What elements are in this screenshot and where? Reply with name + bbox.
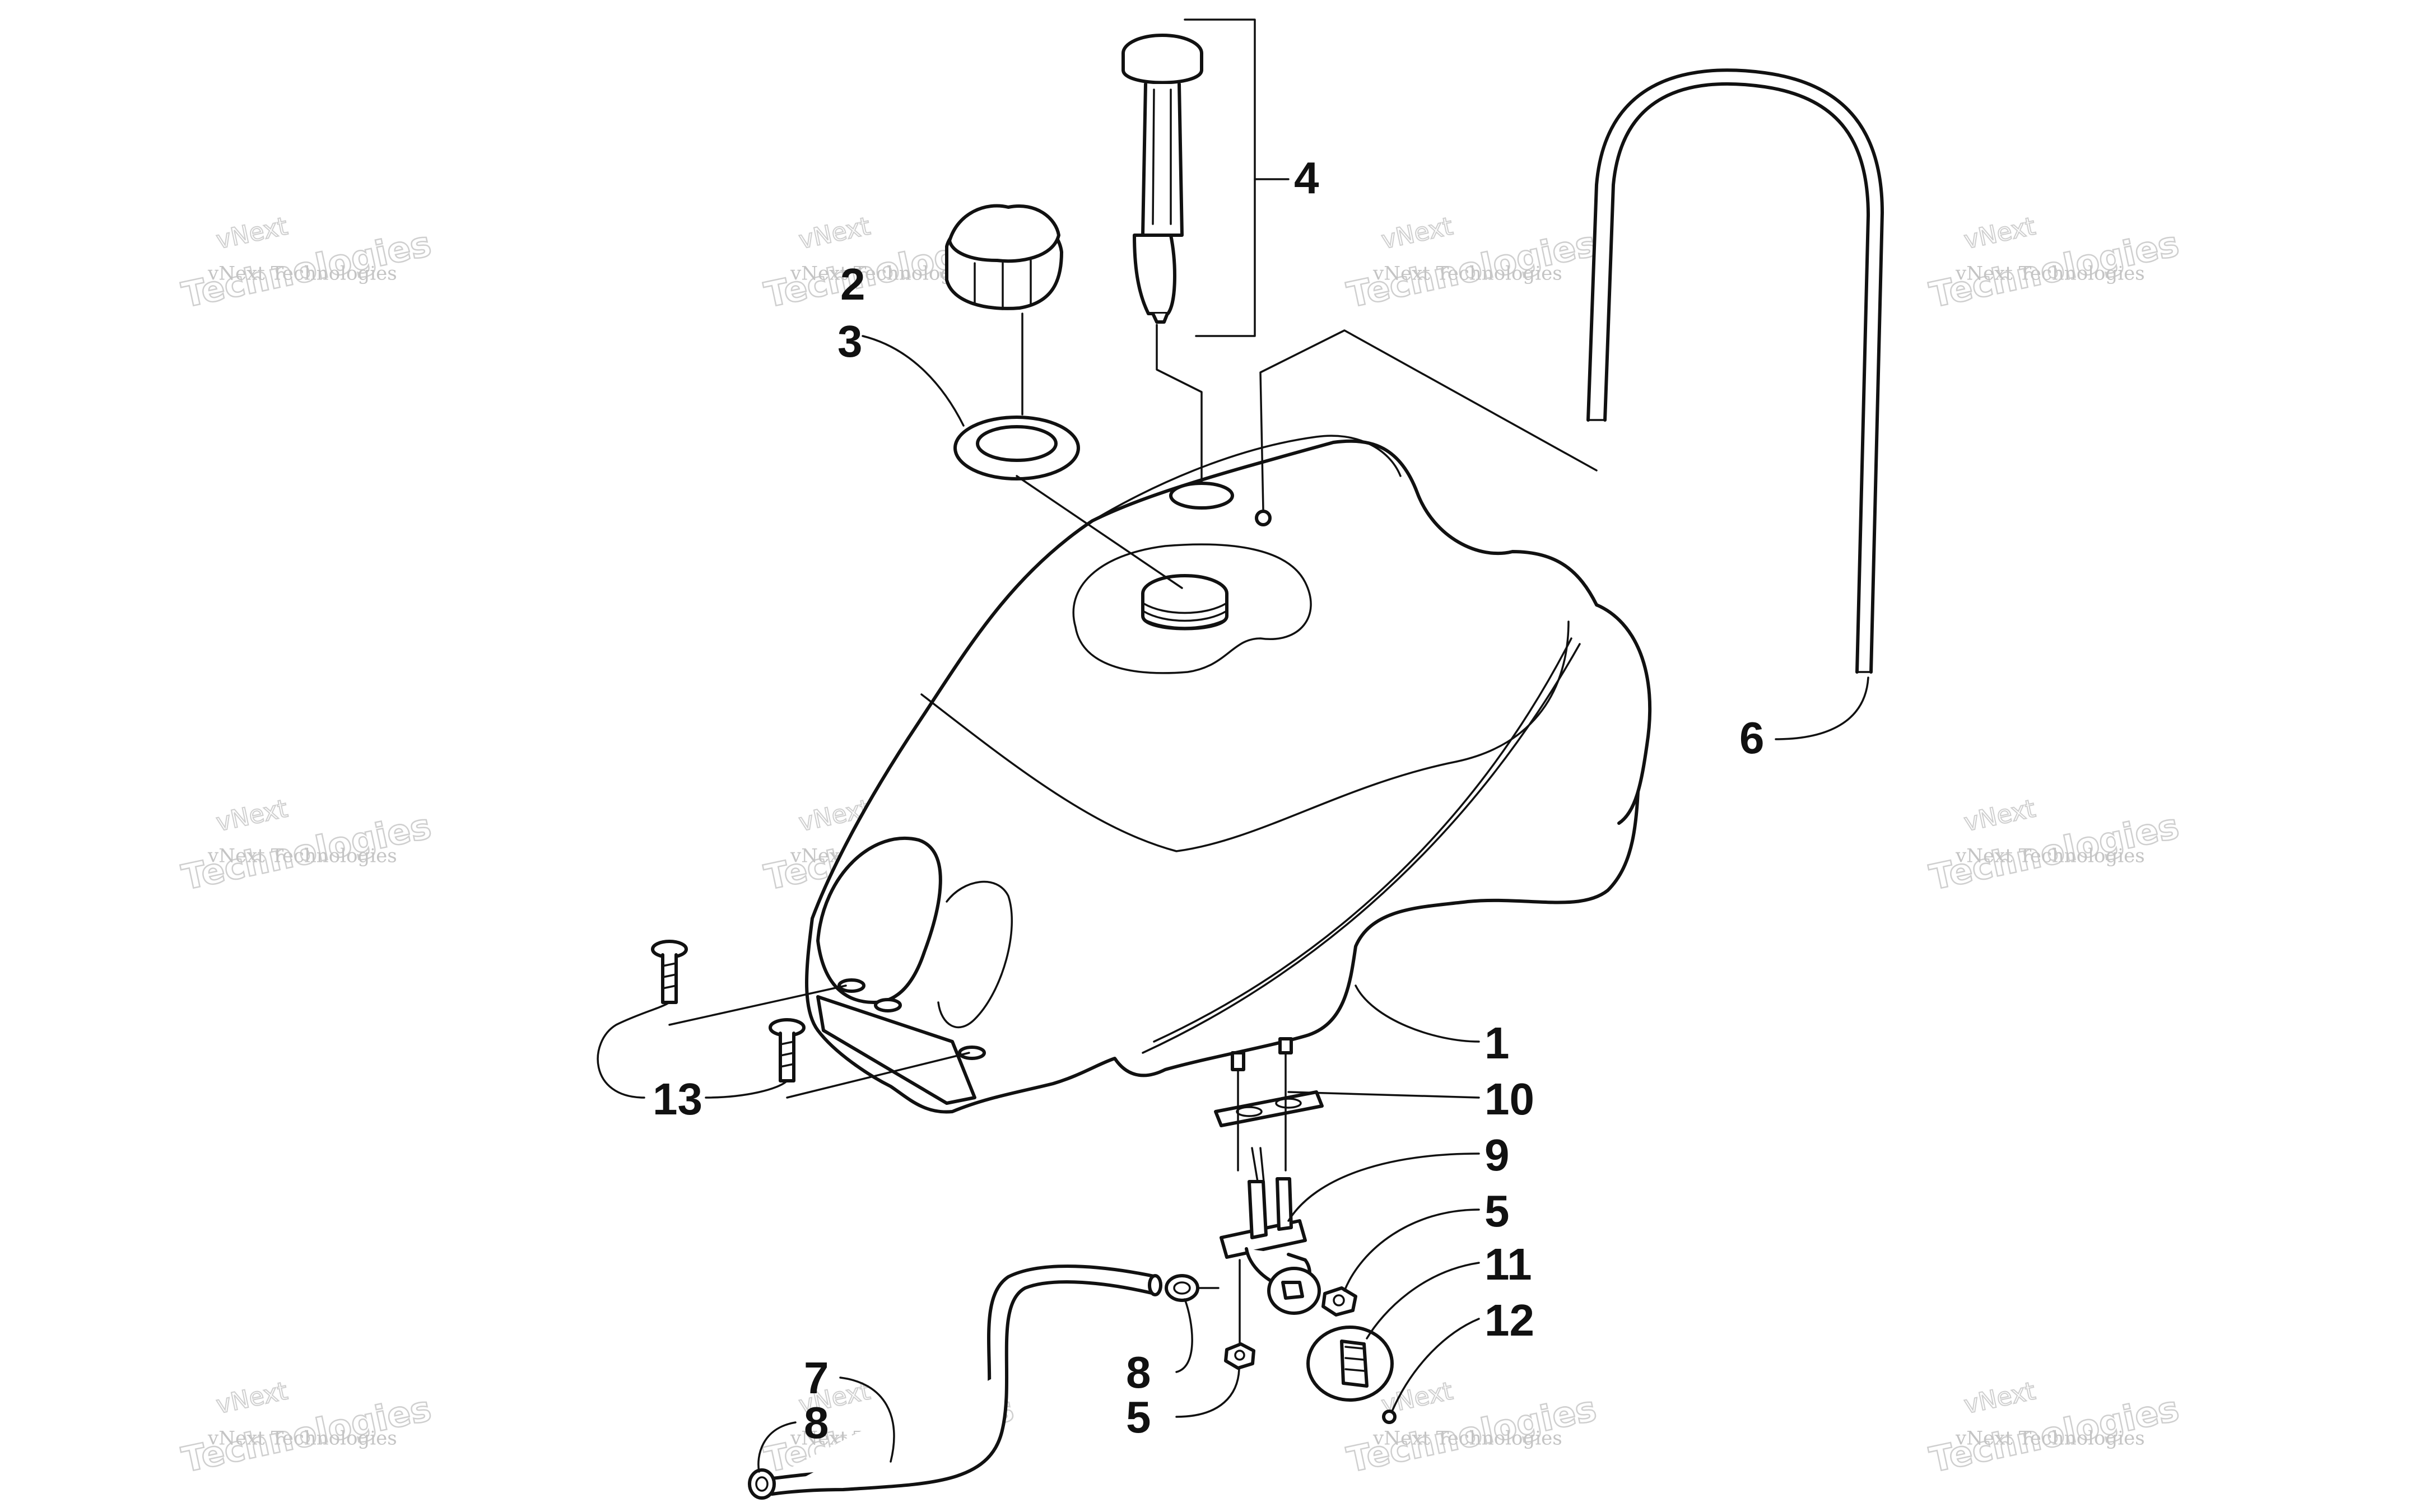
filler-cap-part[interactable] <box>945 204 1063 310</box>
watermark-brand-text: vNext <box>1962 1376 2038 1420</box>
petcock-knob-part[interactable] <box>1306 1326 1394 1402</box>
fuel-tank-part[interactable] <box>805 435 1652 1114</box>
callout-2: 2 <box>840 259 865 309</box>
watermark-line-text: vNext Technologies <box>207 1427 397 1449</box>
vent-hose-part[interactable] <box>1586 68 1884 674</box>
callout-12: 12 <box>1484 1295 1534 1345</box>
callout-11: 11 <box>1484 1239 1532 1289</box>
watermark-brand-text: vNext <box>214 794 290 837</box>
watermark-brand-text: vNext <box>797 212 873 255</box>
callout-labels: 2 3 4 6 1 10 9 5 11 12 8 5 7 8 13 <box>653 153 1765 1448</box>
callout-9: 9 <box>1484 1130 1510 1180</box>
mounting-screw-upper[interactable] <box>651 940 688 1004</box>
watermark-brand-text: vNext <box>1962 212 2038 255</box>
callout-5-upper: 5 <box>1484 1186 1510 1236</box>
knob-screw-part[interactable] <box>1382 1410 1397 1424</box>
mounting-screw-lower[interactable] <box>769 1018 806 1082</box>
callout-13: 13 <box>653 1074 702 1124</box>
watermark-brand-text: vNext <box>214 212 290 255</box>
watermark-line-text: vNext Technologies <box>1955 1427 2145 1449</box>
callout-7: 7 <box>804 1353 829 1403</box>
watermark-line-text: vNext Technologies <box>1372 1427 1562 1449</box>
callout-8-upper: 8 <box>1126 1347 1151 1397</box>
filler-gasket-part[interactable] <box>953 416 1080 480</box>
nut-upper[interactable] <box>1321 1286 1357 1317</box>
watermark-brand-text: vNext <box>1379 212 1455 255</box>
watermark-line-text: vNext Technologies <box>207 844 397 867</box>
callout-5-lower: 5 <box>1126 1392 1151 1442</box>
hose-clamp-upper[interactable] <box>1165 1274 1220 1302</box>
watermark-line-text: vNext Technologies <box>1955 262 2145 284</box>
watermark-brand-text: vNext <box>214 1376 290 1420</box>
callout-6: 6 <box>1739 713 1765 763</box>
watermark-brand-text: vNext <box>1962 794 2038 837</box>
callout-1: 1 <box>1484 1018 1510 1068</box>
watermark-line-text: vNext Technologies <box>207 262 397 284</box>
fuel-gauge-sender-part[interactable] <box>1121 34 1203 324</box>
callout-8-lower: 8 <box>804 1398 829 1448</box>
shutoff-valve-part[interactable] <box>1220 1147 1321 1315</box>
nut-lower[interactable] <box>1224 1342 1255 1370</box>
callout-4: 4 <box>1294 153 1319 203</box>
fuel-hose-part[interactable] <box>769 1264 1162 1496</box>
watermark-line-text: vNext Technologies <box>1955 844 2145 867</box>
hose-clamp-lower[interactable] <box>748 1468 776 1500</box>
watermark-line-text: vNext Technologies <box>1372 262 1562 284</box>
leader-lines <box>597 18 1869 1473</box>
valve-gasket-part[interactable] <box>1214 1090 1324 1127</box>
callout-3: 3 <box>837 316 863 366</box>
callout-10: 10 <box>1484 1074 1534 1124</box>
